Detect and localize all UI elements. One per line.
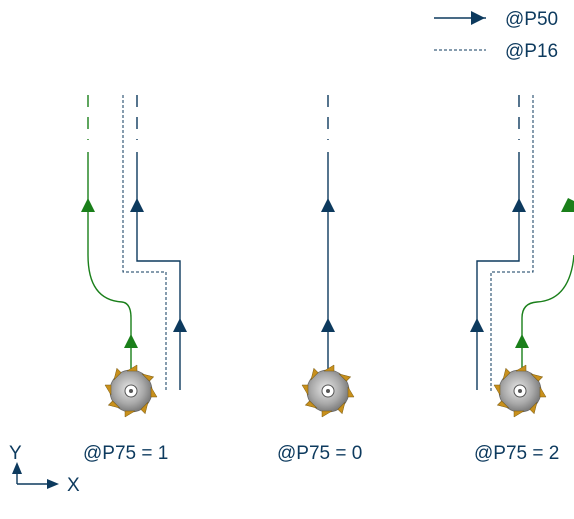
legend-solid-entry: @P50 xyxy=(434,9,558,30)
case-2-blue-arrow-icon-lower xyxy=(321,318,335,332)
legend-arrow-icon xyxy=(471,11,485,25)
legend-solid-label: @P50 xyxy=(505,9,558,30)
case-2-blue-arrow-icon xyxy=(321,198,335,212)
case-1-green-arrow-icon-lower xyxy=(124,334,138,348)
y-axis-arrow-icon xyxy=(12,462,22,474)
case-3-green-arrow-icon xyxy=(561,198,574,212)
case-3-blue-path xyxy=(476,95,520,390)
case-1-dashed-path xyxy=(122,95,167,392)
legend: @P50 @P16 xyxy=(434,9,558,62)
case-3-diagram: @P75 = 2 xyxy=(470,95,574,464)
case-3-label: @P75 = 2 xyxy=(474,443,559,464)
x-axis-arrow-icon xyxy=(47,479,59,489)
case-3-blue-arrow-icon xyxy=(512,198,526,212)
x-axis-label: X xyxy=(67,475,80,496)
legend-dashed-entry: @P16 xyxy=(434,41,558,62)
case-1-green-path xyxy=(87,95,132,384)
case-1-green-arrow-icon xyxy=(81,198,95,212)
case-3-cutter-icon xyxy=(493,364,547,418)
case-2-label: @P75 = 0 xyxy=(277,443,362,464)
legend-dashed-label: @P16 xyxy=(505,41,558,62)
y-axis-label: Y xyxy=(9,443,22,464)
case-3-blue-arrow-icon-lower xyxy=(470,318,484,332)
case-2-cutter-icon xyxy=(301,364,355,418)
case-1-blue-path xyxy=(136,95,181,390)
case-3-green-path xyxy=(521,254,574,384)
case-3-dashed-path xyxy=(490,95,534,392)
axis-indicator: Y X xyxy=(9,443,80,496)
case-1-label: @P75 = 1 xyxy=(83,443,168,464)
case-1-diagram: @P75 = 1 xyxy=(81,95,187,464)
case-1-blue-arrow-icon-lower xyxy=(173,318,187,332)
case-3-green-arrow-icon-lower xyxy=(515,334,529,348)
case-2-diagram: @P75 = 0 xyxy=(277,95,362,464)
case-1-blue-arrow-icon xyxy=(130,198,144,212)
case-1-cutter-icon xyxy=(104,364,158,418)
